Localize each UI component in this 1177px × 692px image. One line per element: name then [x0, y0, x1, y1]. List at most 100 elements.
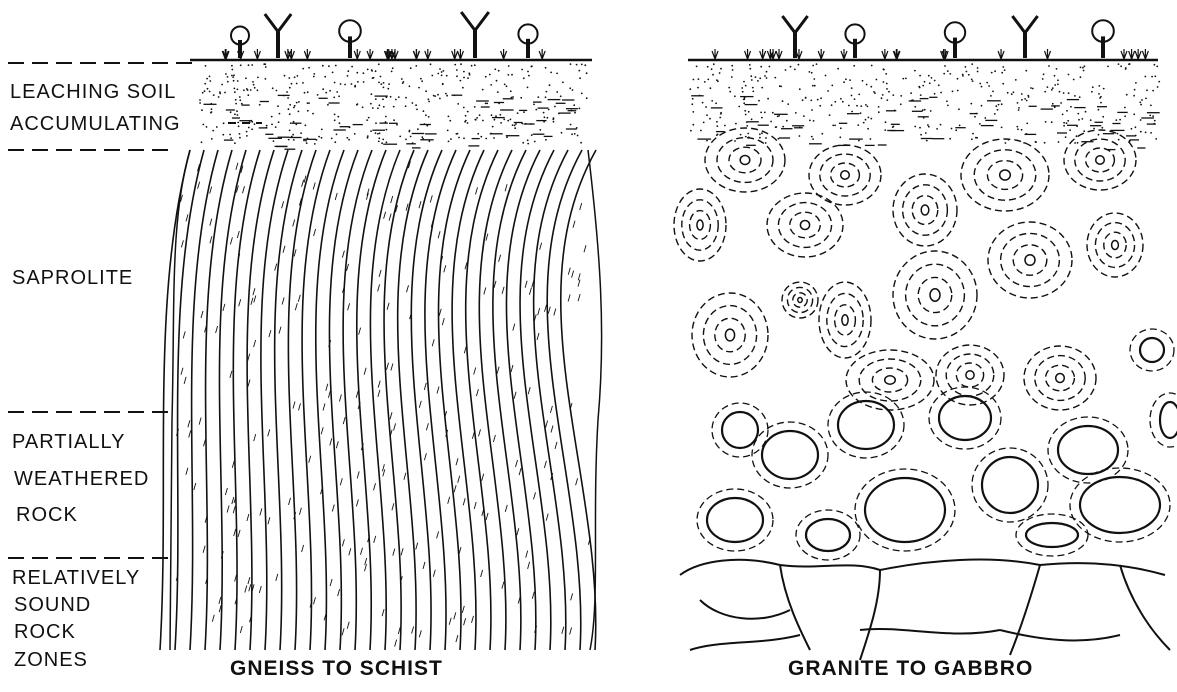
- soil-grain: [333, 97, 335, 99]
- soil-grain: [866, 84, 868, 86]
- soil-grain: [545, 139, 547, 141]
- soil-grain: [997, 109, 999, 111]
- weathering-rind: [1150, 393, 1177, 447]
- soil-grain: [837, 68, 839, 70]
- soil-grain: [1030, 87, 1032, 89]
- soil-grain: [871, 65, 873, 67]
- soil-grain: [506, 85, 508, 87]
- soil-grain: [223, 122, 225, 124]
- soil-grain: [363, 72, 365, 74]
- soil-grain: [745, 114, 747, 116]
- soil-grain: [785, 69, 787, 71]
- soil-grain: [803, 115, 805, 117]
- soil-grain: [927, 124, 929, 126]
- soil-grain: [761, 117, 763, 119]
- soil-grain: [1140, 104, 1142, 106]
- weathering-rind: [1035, 356, 1085, 401]
- soil-grain: [863, 122, 865, 124]
- rock-hatch: [198, 182, 200, 189]
- caption-gneiss-to-schist: GNEISS TO SCHIST: [230, 657, 443, 681]
- soil-grain: [749, 68, 751, 70]
- soil-grain: [239, 96, 241, 98]
- rock-hatch: [484, 288, 486, 295]
- rock-hatch: [395, 640, 397, 647]
- soil-grain: [485, 138, 487, 140]
- rock-hatch: [472, 616, 474, 623]
- weathering-rind: [717, 138, 773, 183]
- soil-grain: [289, 113, 291, 115]
- rock-hatch: [511, 365, 513, 372]
- soil-grain: [1074, 142, 1076, 144]
- soil-grain: [336, 91, 338, 93]
- soil-grain: [732, 69, 734, 71]
- rock-joint: [680, 560, 1165, 575]
- soil-grain: [207, 88, 209, 90]
- soil-grain: [492, 126, 494, 128]
- soil-grain: [734, 95, 736, 97]
- soil-grain: [403, 81, 405, 83]
- corestone: [722, 412, 758, 448]
- soil-grain: [314, 143, 316, 145]
- tree: [1012, 16, 1037, 58]
- soil-grain: [463, 71, 465, 73]
- soil-grain: [417, 128, 419, 130]
- soil-grain: [254, 87, 256, 89]
- soil-grain: [827, 90, 829, 92]
- soil-grain: [745, 136, 747, 138]
- soil-grain: [579, 108, 581, 110]
- rock-hatch: [392, 503, 394, 510]
- soil-grain: [928, 75, 930, 77]
- soil-grain: [209, 91, 211, 93]
- soil-grain: [1098, 109, 1100, 111]
- rock-hatch: [309, 456, 311, 463]
- rock-hatch: [502, 287, 504, 294]
- soil-grain: [971, 63, 973, 65]
- soil-grain: [386, 129, 388, 131]
- soil-grain: [257, 77, 259, 79]
- soil-grain: [335, 65, 337, 67]
- soil-grain: [392, 67, 394, 69]
- grass-tuft: [998, 49, 1004, 59]
- soil-grain: [1065, 136, 1067, 138]
- rock-hatch: [204, 439, 206, 446]
- rock-hatch: [448, 497, 450, 504]
- soil-grain: [231, 65, 233, 67]
- soil-grain: [858, 94, 860, 96]
- soil-grain: [307, 91, 309, 93]
- soil-grain: [1150, 132, 1152, 134]
- soil-grain: [794, 69, 796, 71]
- rock-hatch: [426, 423, 428, 430]
- rock-hatch: [525, 281, 527, 288]
- soil-grain: [468, 72, 470, 74]
- soil-grain: [914, 70, 916, 72]
- soil-grain: [460, 63, 462, 65]
- soil-grain: [554, 106, 556, 108]
- soil-grain: [1042, 78, 1044, 80]
- foliation-line: [205, 150, 232, 650]
- soil-grain: [325, 92, 327, 94]
- soil-grain: [886, 99, 888, 101]
- rock-hatch: [546, 421, 548, 428]
- soil-grain: [1066, 110, 1068, 112]
- soil-grain: [1063, 92, 1065, 94]
- soil-grain: [385, 116, 387, 118]
- soil-grain: [1021, 93, 1023, 95]
- soil-grain: [547, 117, 549, 119]
- soil-grain: [902, 78, 904, 80]
- soil-grain: [977, 67, 979, 69]
- rock-hatch: [548, 307, 550, 314]
- soil-grain: [264, 63, 266, 65]
- soil-grain: [313, 76, 315, 78]
- soil-grain: [332, 72, 334, 74]
- soil-grain: [1047, 86, 1049, 88]
- soil-grain: [584, 64, 586, 66]
- soil-grain: [787, 103, 789, 105]
- rock-hatch: [302, 180, 304, 187]
- soil-grain: [867, 128, 869, 130]
- soil-grain: [249, 121, 251, 123]
- soil-grain: [514, 127, 516, 129]
- soil-grain: [813, 78, 815, 80]
- soil-grain: [570, 63, 572, 65]
- rock-hatch: [356, 391, 358, 398]
- soil-grain: [271, 124, 273, 126]
